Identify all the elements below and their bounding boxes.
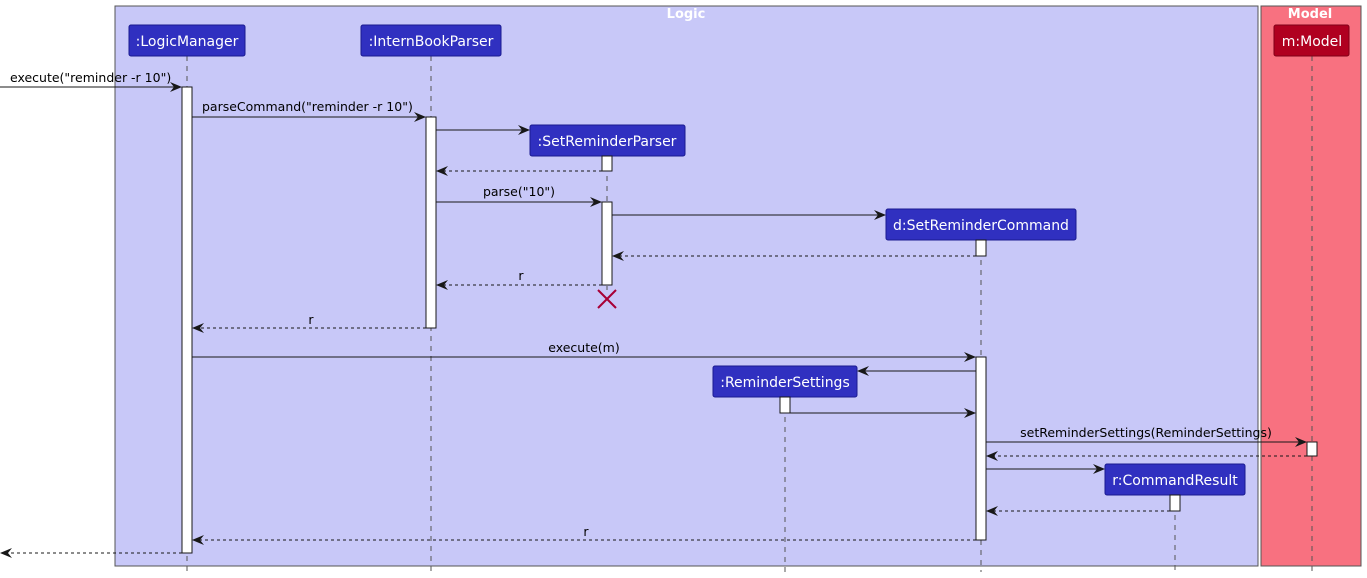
activation-logicmanager — [181, 86, 193, 554]
msg-parsecommand-return-label: r — [308, 312, 314, 327]
group-model-title: Model — [1288, 7, 1332, 22]
participant-model-label: m:Model — [1282, 34, 1342, 50]
participant-internbookparser-label: :InternBookParser — [369, 34, 494, 50]
participant-logicmanager-label: :LogicManager — [136, 34, 239, 50]
activation-remindersettings — [779, 396, 791, 414]
destroy-x-icon — [597, 289, 617, 309]
messages — [0, 82, 1307, 558]
activation-setreminderparser-parse — [601, 201, 613, 286]
activations — [181, 86, 1318, 554]
activation-setremindercommand-execute — [975, 356, 987, 541]
participant-remindersettings: :ReminderSettings — [712, 365, 858, 398]
group-logic: Logic — [114, 5, 1259, 567]
activation-commandresult — [1169, 494, 1181, 512]
participant-logicmanager: :LogicManager — [128, 24, 246, 57]
activation-model — [1306, 441, 1318, 457]
group-model: Model — [1260, 5, 1362, 567]
participant-setremindercommand: d:SetReminderCommand — [885, 208, 1077, 241]
activation-setremindercommand-create — [975, 239, 987, 257]
msg-parse-label: parse("10") — [483, 184, 555, 199]
msg-execute-label: execute("reminder -r 10") — [10, 70, 171, 85]
participant-internbookparser: :InternBookParser — [360, 24, 502, 57]
participant-commandresult: r:CommandResult — [1104, 463, 1246, 496]
activation-internbookparser — [425, 116, 437, 329]
participant-remindersettings-label: :ReminderSettings — [720, 375, 850, 391]
participant-setremindercommand-label: d:SetReminderCommand — [893, 218, 1069, 234]
activation-setreminderparser-create — [601, 155, 613, 172]
group-logic-title: Logic — [667, 7, 706, 22]
participant-setreminderparser: :SetReminderParser — [529, 124, 686, 157]
msg-parse-return-label: r — [518, 268, 524, 283]
msg-execute-m-label: execute(m) — [548, 340, 620, 355]
participant-model: m:Model — [1273, 24, 1350, 57]
participant-setreminderparser-label: :SetReminderParser — [538, 134, 677, 150]
participant-commandresult-label: r:CommandResult — [1112, 473, 1238, 489]
msg-setremindersettings-label: setReminderSettings(ReminderSettings) — [1020, 425, 1272, 440]
msg-parsecommand-label: parseCommand("reminder -r 10") — [202, 99, 413, 114]
msg-execute-return-label: r — [583, 524, 589, 539]
